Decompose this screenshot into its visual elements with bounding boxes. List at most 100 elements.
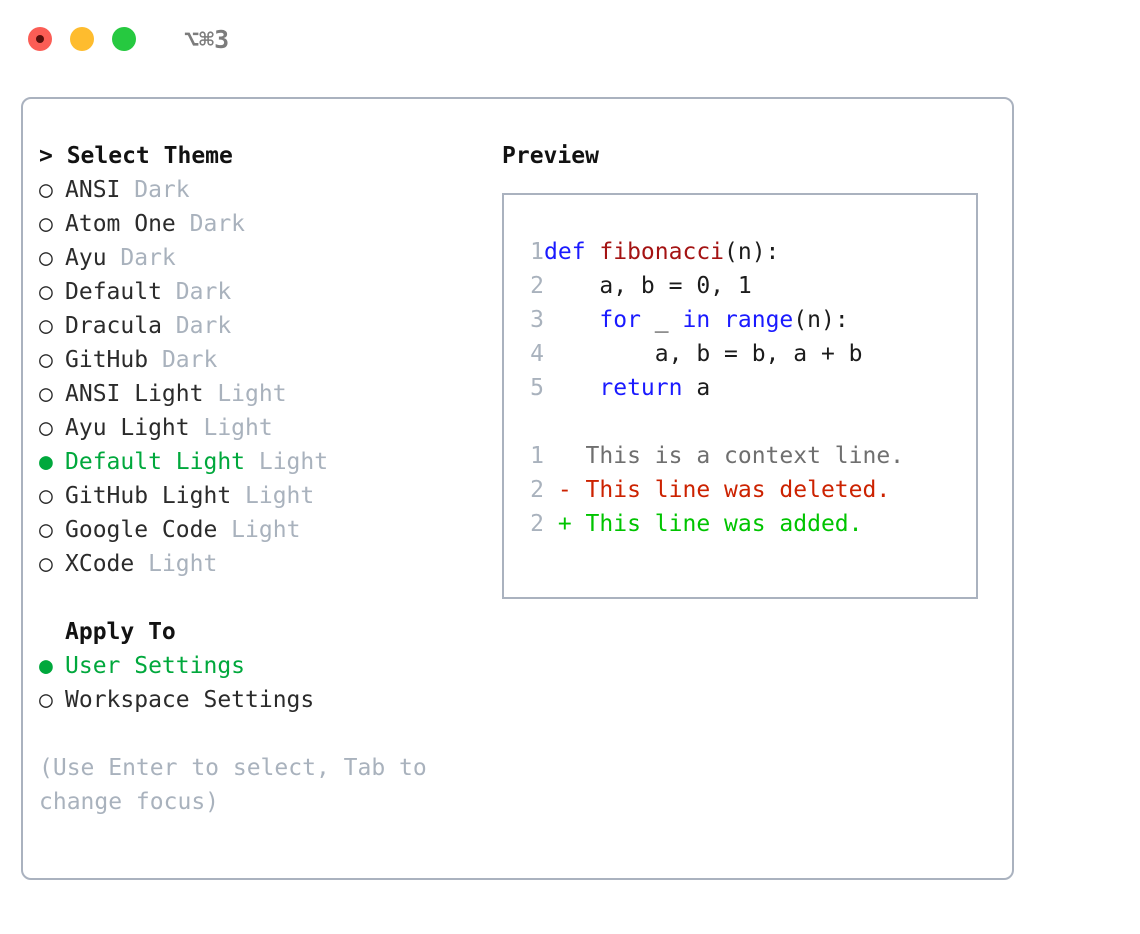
theme-meta: Dark xyxy=(161,313,232,339)
radio-unselected-icon: ○ xyxy=(39,381,53,407)
theme-label: Ayu Light xyxy=(65,415,190,441)
code-token: _ xyxy=(640,307,683,333)
theme-item[interactable]: ○ANSI Dark xyxy=(39,173,499,207)
code-line: 1 This is a context line. xyxy=(518,439,904,473)
radio-unselected-icon: ○ xyxy=(39,279,53,305)
code-token: in xyxy=(682,307,711,333)
line-number: 2 xyxy=(530,511,544,537)
theme-item[interactable]: ● Default Light Light xyxy=(39,445,499,479)
radio-selected-icon: ● xyxy=(39,449,53,475)
radio-unselected-icon: ○ xyxy=(39,245,53,271)
theme-meta: Light xyxy=(245,449,329,475)
code-line: 5 return a xyxy=(518,371,904,405)
code-token: a, b = b, a + b xyxy=(544,341,863,367)
code-line: 2 - This line was deleted. xyxy=(518,473,904,507)
code-token: + This line was added. xyxy=(544,511,863,537)
radio-unselected-icon: ○ xyxy=(39,211,53,237)
theme-item[interactable]: ○Dracula Dark xyxy=(39,309,499,343)
theme-item[interactable]: ○ XCode Light xyxy=(39,547,499,581)
theme-item[interactable]: ○GitHub Light Light xyxy=(39,479,499,513)
theme-picker-panel: > Select Theme ○ANSI Dark○Atom One Dark○… xyxy=(21,97,1014,880)
code-token: range xyxy=(724,307,794,333)
apply-to-list[interactable]: ● User Settings ○ Workspace Settings xyxy=(39,649,499,717)
keyboard-shortcut-label: ⌥⌘3 xyxy=(184,24,230,54)
radio-unselected-icon: ○ xyxy=(39,551,53,577)
apply-to-item[interactable]: ○ Workspace Settings xyxy=(39,683,499,717)
code-token: (n): xyxy=(724,239,780,265)
code-token xyxy=(544,307,599,333)
theme-meta: Dark xyxy=(148,347,218,373)
theme-meta: Light xyxy=(189,415,273,441)
code-token: def xyxy=(544,239,600,265)
traffic-light-dots xyxy=(28,27,136,51)
list-spacer xyxy=(39,581,499,615)
theme-meta: Dark xyxy=(175,211,246,237)
code-token: (n): xyxy=(793,307,849,333)
line-number: 2 xyxy=(530,477,544,503)
radio-unselected-icon: ○ xyxy=(39,177,53,203)
minimize-dot[interactable] xyxy=(70,27,94,51)
theme-item[interactable]: ○ GitHub Dark xyxy=(39,343,499,377)
code-line: 2 a, b = 0, 1 xyxy=(518,269,904,303)
line-number: 2 xyxy=(530,273,544,299)
theme-meta: Light xyxy=(217,517,301,543)
code-token: fibonacci xyxy=(599,239,725,265)
code-token: a, b = 0, 1 xyxy=(544,273,752,299)
theme-item[interactable]: ○Default Dark xyxy=(39,275,499,309)
radio-unselected-icon: ○ xyxy=(39,313,53,339)
line-number: 3 xyxy=(530,307,544,333)
theme-item[interactable]: ○ Google Code Light xyxy=(39,513,499,547)
theme-label: XCode xyxy=(65,551,135,577)
line-number: 1 xyxy=(530,239,544,265)
radio-unselected-icon: ○ xyxy=(39,415,53,441)
code-token: for xyxy=(599,307,641,333)
code-line: 2 + This line was added. xyxy=(518,507,904,541)
hint-spacer xyxy=(39,717,499,751)
apply-to-label: User Settings xyxy=(65,653,246,679)
radio-unselected-icon: ○ xyxy=(39,687,53,713)
maximize-dot[interactable] xyxy=(112,27,136,51)
theme-meta: Dark xyxy=(161,279,232,305)
theme-label: GitHub Light xyxy=(65,483,232,509)
theme-meta: Dark xyxy=(106,245,176,271)
theme-label: ANSI xyxy=(65,177,121,203)
apply-to-label: Workspace Settings xyxy=(65,687,315,713)
theme-item[interactable]: ○ Ayu Dark xyxy=(39,241,499,275)
code-line: 3 for _ in range(n): xyxy=(518,303,904,337)
theme-label: Default Light xyxy=(65,449,246,475)
radio-unselected-icon: ○ xyxy=(39,517,53,543)
line-number: 1 xyxy=(530,443,544,469)
theme-label: Google Code xyxy=(65,517,218,543)
line-number: 5 xyxy=(530,375,544,401)
line-number: 4 xyxy=(530,341,544,367)
theme-item[interactable]: ○ Ayu Light Light xyxy=(39,411,499,445)
code-token xyxy=(710,307,724,333)
code-token: return xyxy=(599,375,683,401)
apply-to-heading: Apply To xyxy=(65,619,176,645)
theme-meta: Light xyxy=(134,551,218,577)
apply-to-item[interactable]: ● User Settings xyxy=(39,649,499,683)
theme-label: GitHub xyxy=(65,347,149,373)
close-dot[interactable] xyxy=(28,27,52,51)
select-theme-heading: > Select Theme xyxy=(39,143,233,169)
code-token: This is a context line. xyxy=(544,443,905,469)
theme-label: Atom One xyxy=(65,211,176,237)
code-token: - This line was deleted. xyxy=(544,477,891,503)
theme-item[interactable]: ○ Atom One Dark xyxy=(39,207,499,241)
theme-item[interactable]: ○ ANSI Light Light xyxy=(39,377,499,411)
code-line: 4 a, b = b, a + b xyxy=(518,337,904,371)
theme-list[interactable]: ○ANSI Dark○Atom One Dark○Ayu Dark○Defaul… xyxy=(39,173,499,581)
radio-selected-icon: ● xyxy=(39,653,53,679)
radio-unselected-icon: ○ xyxy=(39,347,53,373)
theme-label: ANSI Light xyxy=(65,381,204,407)
theme-label: Ayu xyxy=(65,245,107,271)
preview-heading: Preview xyxy=(502,143,599,169)
window-titlebar: ⌥⌘3 xyxy=(0,0,1140,78)
code-token: a xyxy=(682,375,711,401)
radio-unselected-icon: ○ xyxy=(39,483,53,509)
theme-meta: Light xyxy=(203,381,287,407)
theme-selection-column: > Select Theme ○ANSI Dark○Atom One Dark○… xyxy=(39,139,499,819)
